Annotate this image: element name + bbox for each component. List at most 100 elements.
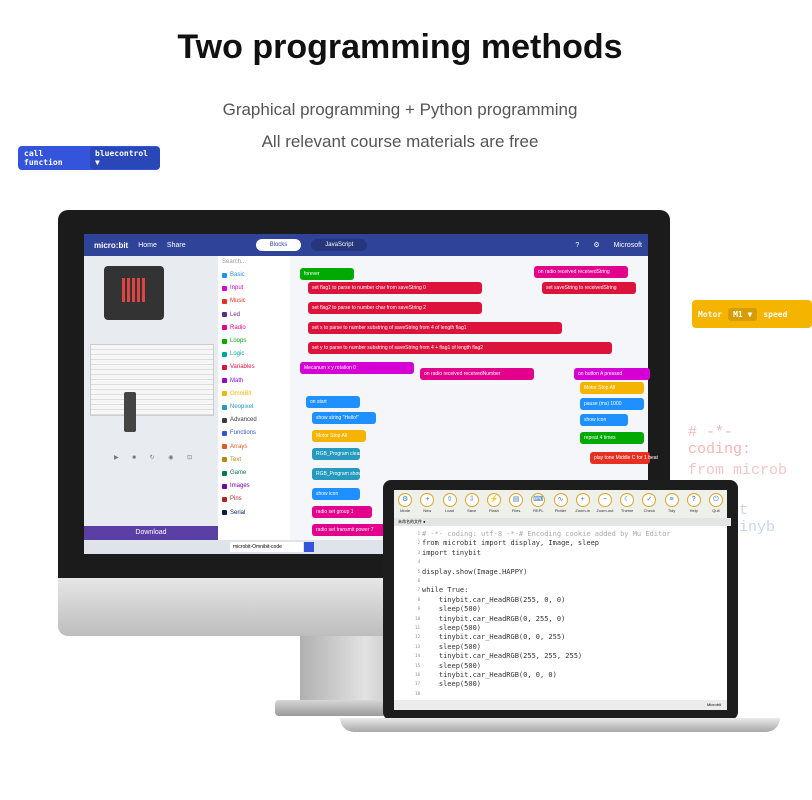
code-line: # -*- coding: utf-8 -*-# Encoding cookie… <box>422 530 671 538</box>
code-block[interactable]: set y to parse to number substring of sa… <box>308 342 612 354</box>
line-number: 15 <box>415 662 420 668</box>
toolbox-category-logic[interactable]: Logic <box>222 351 244 357</box>
code-block[interactable]: show icon <box>312 488 360 500</box>
save-icon[interactable] <box>304 542 314 552</box>
toolbox-category-basic[interactable]: Basic <box>222 272 245 278</box>
category-icon <box>222 444 227 450</box>
toolbox-category-omnibit[interactable]: OmniBit <box>222 391 251 397</box>
code-block[interactable]: Motor Stop All <box>580 382 644 394</box>
mu-flash-button[interactable]: ⚡Flash <box>483 490 505 518</box>
tidy-icon: ≡ <box>664 493 679 507</box>
category-label: Game <box>230 470 247 476</box>
mu-theme-button[interactable]: ☾Theme <box>616 490 638 518</box>
code-block[interactable]: on radio received receivedString <box>534 266 628 278</box>
code-line: tinybit.car_HeadRGB(0, 0, 0) <box>422 671 557 679</box>
help-icon[interactable]: ? <box>575 241 580 249</box>
code-block[interactable]: set x to parse to number substring of sa… <box>308 322 562 334</box>
code-block[interactable]: RGB_Program show <box>312 468 362 480</box>
project-name-input[interactable]: microbit-Omnibit-code <box>230 542 303 552</box>
code-editor[interactable]: 1# -*- coding: utf-8 -*-# Encoding cooki… <box>394 526 727 700</box>
toolbox-category-images[interactable]: Images <box>222 483 250 489</box>
tab-blocks[interactable]: Blocks <box>255 239 302 251</box>
toolbox-category-radio[interactable]: Radio <box>222 325 246 331</box>
plotter-icon: ∿ <box>553 493 568 507</box>
toolbox-category-input[interactable]: Input <box>222 285 243 291</box>
mu-repl-button[interactable]: ⌨REPL <box>527 490 549 518</box>
category-label: Neopixel <box>230 404 254 410</box>
toolbox-category-loops[interactable]: Loops <box>222 338 246 344</box>
code-block[interactable]: on button A pressed <box>574 368 650 380</box>
mu-check-button[interactable]: ✓Check <box>638 490 660 518</box>
toolbox-category-functions[interactable]: Functions <box>222 430 256 436</box>
ghost-code-line-1: # -*- coding: <box>688 424 752 458</box>
code-block[interactable]: repeat 4 times <box>580 432 644 444</box>
microbit-logo[interactable]: micro:bit <box>94 240 129 250</box>
toolbox-category-game[interactable]: Game <box>222 470 246 476</box>
mu-tidy-button[interactable]: ≡Tidy <box>660 490 682 518</box>
toolbox-category-music[interactable]: Music <box>222 298 246 304</box>
motor-label: Motor <box>698 309 723 319</box>
category-icon <box>222 496 227 502</box>
toolbox-category-neopixel[interactable]: Neopixel <box>222 404 253 410</box>
home-link[interactable]: Home <box>138 241 157 249</box>
code-block[interactable]: set flag2 to parse to number char from s… <box>308 302 482 314</box>
code-block[interactable]: on radio received receivedNumber <box>420 368 534 380</box>
code-block[interactable]: radio set group 1 <box>312 506 372 518</box>
toolbox-category-variables[interactable]: Variables <box>222 364 255 370</box>
toolbox-category-text[interactable]: Text <box>222 457 241 463</box>
mu-zoom-in-button[interactable]: +Zoom-in <box>572 490 594 518</box>
check-icon: ✓ <box>642 493 657 507</box>
mu-button-label: Save <box>467 508 477 513</box>
mu-load-button[interactable]: ⇧Load <box>438 490 460 518</box>
mu-button-label: Theme <box>620 508 634 513</box>
mu-quit-button[interactable]: ⏻Quit <box>705 490 727 518</box>
mu-help-button[interactable]: ?Help <box>683 490 705 518</box>
new-icon: + <box>420 493 435 507</box>
code-line: tinybit.car_HeadRGB(0, 255, 0) <box>422 614 566 623</box>
help-icon: ? <box>686 493 701 507</box>
category-icon <box>222 364 227 370</box>
toolbox-category-arrays[interactable]: Arrays <box>222 444 247 450</box>
toolbox-category-math[interactable]: Math <box>222 378 243 384</box>
share-link[interactable]: Share <box>166 241 186 249</box>
category-icon <box>222 391 227 397</box>
code-block[interactable]: radio set transmit power 7 <box>312 524 396 536</box>
toolbox-search[interactable]: Search... <box>222 259 247 265</box>
code-block[interactable]: Mecanum x y rotation 0 <box>300 362 414 374</box>
mu-button-label: Files <box>511 508 521 513</box>
code-line: tinybit.car_HeadRGB(255, 0, 0) <box>422 595 566 604</box>
mu-mode-button[interactable]: ⚙Mode <box>394 490 416 518</box>
code-block[interactable]: play tone Middle C for 1 beat <box>590 452 658 464</box>
toolbox-category-advanced[interactable]: Advanced <box>222 417 257 423</box>
tab-javascript[interactable]: JavaScript <box>311 239 368 251</box>
mu-save-button[interactable]: ⇩Save <box>461 490 483 518</box>
code-block[interactable]: show icon <box>580 414 628 426</box>
toolbox-category-pins[interactable]: Pins <box>222 496 242 502</box>
code-block[interactable]: set saveString to receivedString <box>542 282 636 294</box>
gear-icon[interactable]: ⚙ <box>593 242 600 249</box>
mode-icon: ⚙ <box>398 493 413 507</box>
code-block[interactable]: Motor Stop All <box>312 430 366 442</box>
code-block[interactable]: show string "Hello!" <box>312 412 376 424</box>
simulator-controls[interactable]: ▶ ■ ↻ ◉ ⊡ <box>114 455 199 461</box>
download-button[interactable]: Download <box>84 526 218 540</box>
line-number: 8 <box>417 596 420 602</box>
mu-file-tab[interactable]: 未命名的文件 ● <box>394 518 731 526</box>
mu-button-label: Load <box>445 508 454 513</box>
code-line: tinybit.car_HeadRGB(255, 255, 255) <box>422 652 583 661</box>
line-number: 13 <box>415 643 420 649</box>
category-label: Pins <box>230 496 242 503</box>
makecode-header: micro:bit Home Share Blocks JavaScript ?… <box>84 234 648 256</box>
mu-new-button[interactable]: +New <box>416 490 438 518</box>
code-block[interactable]: on start <box>306 396 360 408</box>
mu-files-button[interactable]: ▤Files <box>505 490 527 518</box>
mu-plotter-button[interactable]: ∿Plotter <box>549 490 571 518</box>
toolbox-category-serial[interactable]: Serial <box>222 510 245 516</box>
code-block[interactable]: forever <box>300 268 354 280</box>
toolbox-category-led[interactable]: Led <box>222 312 240 318</box>
mu-zoom-out-button[interactable]: −Zoom-out <box>594 490 616 518</box>
category-icon <box>222 298 227 304</box>
code-block[interactable]: RGB_Program clear <box>312 448 361 460</box>
code-block[interactable]: pause (ms) 1000 <box>580 398 644 410</box>
code-block[interactable]: set flag1 to parse to number char from s… <box>308 282 482 294</box>
